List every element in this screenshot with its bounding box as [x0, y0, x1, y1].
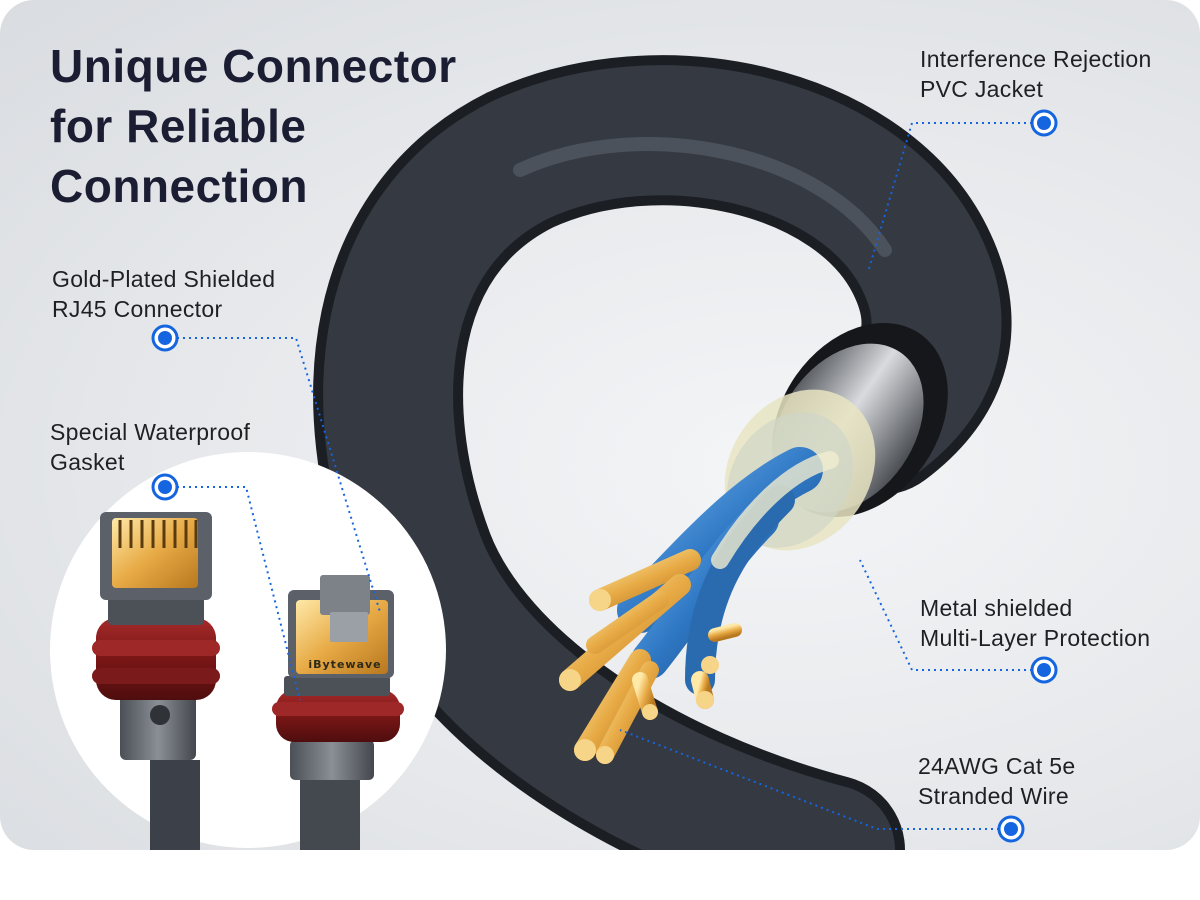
label-line: Stranded Wire: [918, 783, 1069, 809]
connector-right: [272, 575, 404, 850]
callout-marker-icon[interactable]: [1030, 109, 1058, 137]
label-line: Interference Rejection: [920, 46, 1152, 72]
product-card: Unique Connector for Reliable Connection…: [0, 0, 1200, 850]
label-line: PVC Jacket: [920, 76, 1044, 102]
headline: Unique Connector for Reliable Connection: [50, 36, 457, 216]
label-wire: 24AWG Cat 5e Stranded Wire: [918, 751, 1075, 811]
copper-strands: [559, 549, 742, 764]
twisted-pairs: [617, 447, 839, 695]
connector-left: [92, 512, 220, 850]
headline-line: Connection: [50, 160, 308, 212]
label-line: RJ45 Connector: [52, 296, 223, 322]
label-line: 24AWG Cat 5e: [918, 753, 1076, 779]
product-illustration: [92, 55, 1044, 850]
label-line: Gold-Plated Shielded: [52, 266, 276, 292]
callout-marker-icon[interactable]: [151, 324, 179, 352]
cable-loop: [313, 55, 1012, 850]
callout-marker-icon[interactable]: [997, 815, 1025, 843]
headline-line: for Reliable: [50, 100, 307, 152]
brand-logo-text: iBytewave: [308, 658, 382, 671]
label-jacket: Interference Rejection PVC Jacket: [920, 44, 1152, 104]
label-line: Special Waterproof: [50, 419, 251, 445]
label-line: Multi-Layer Protection: [920, 625, 1151, 651]
label-shield: Metal shielded Multi-Layer Protection: [920, 593, 1150, 653]
label-connector: Gold-Plated Shielded RJ45 Connector: [52, 264, 275, 324]
label-gasket: Special Waterproof Gasket: [50, 417, 250, 477]
callout-marker-icon[interactable]: [1030, 656, 1058, 684]
label-line: Gasket: [50, 449, 125, 475]
label-line: Metal shielded: [920, 595, 1073, 621]
headline-line: Unique Connector: [50, 40, 457, 92]
callout-marker-icon[interactable]: [151, 473, 179, 501]
leader-lines: [165, 122, 1044, 830]
